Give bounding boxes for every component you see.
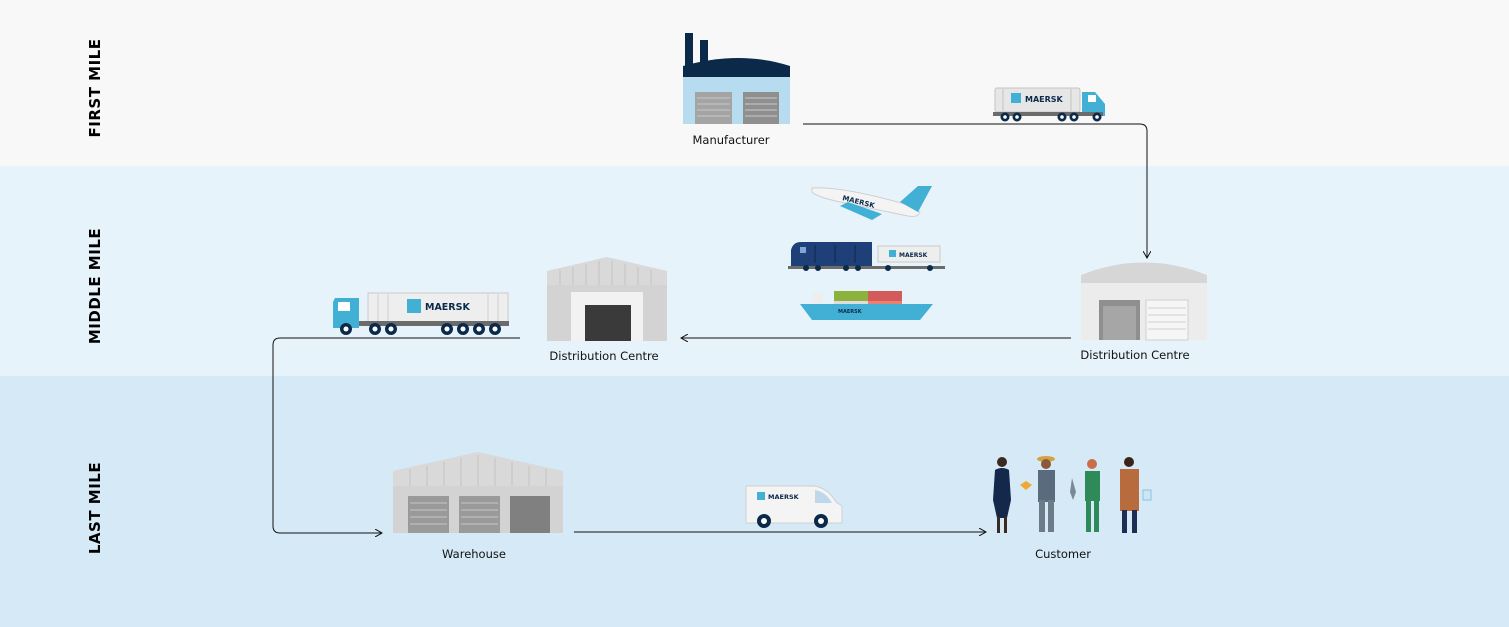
warehouse-icon [547,257,667,341]
factory-icon [683,33,790,124]
train-icon: MAERSK [788,242,945,271]
flow-dc-to-warehouse [272,337,520,533]
manufacturer-label: Manufacturer [692,133,770,147]
distribution-centre-right-label: Distribution Centre [1080,348,1190,362]
customers-icon [993,456,1152,533]
distribution-centre-left-label: Distribution Centre [549,349,659,363]
train-brand: MAERSK [899,252,928,259]
truck-brand: MAERSK [1025,95,1064,104]
truck-icon: MAERSK [993,87,1105,122]
middle-mile-band [0,166,1509,376]
truck-icon: MAERSK [333,292,509,335]
truck-brand: MAERSK [425,302,470,313]
warehouse-label: Warehouse [442,547,506,561]
van-icon: MAERSK [745,485,843,528]
flow-manufacturer-to-dc [803,123,1147,258]
ship-icon: MAERSK [800,291,933,320]
plane-icon: MAERSK [811,186,932,220]
warehouse-icon [393,452,563,533]
warehouse-icon [1081,262,1207,341]
customer-label: Customer [1035,547,1091,561]
van-brand: MAERSK [768,493,800,501]
ship-brand: MAERSK [838,309,863,315]
